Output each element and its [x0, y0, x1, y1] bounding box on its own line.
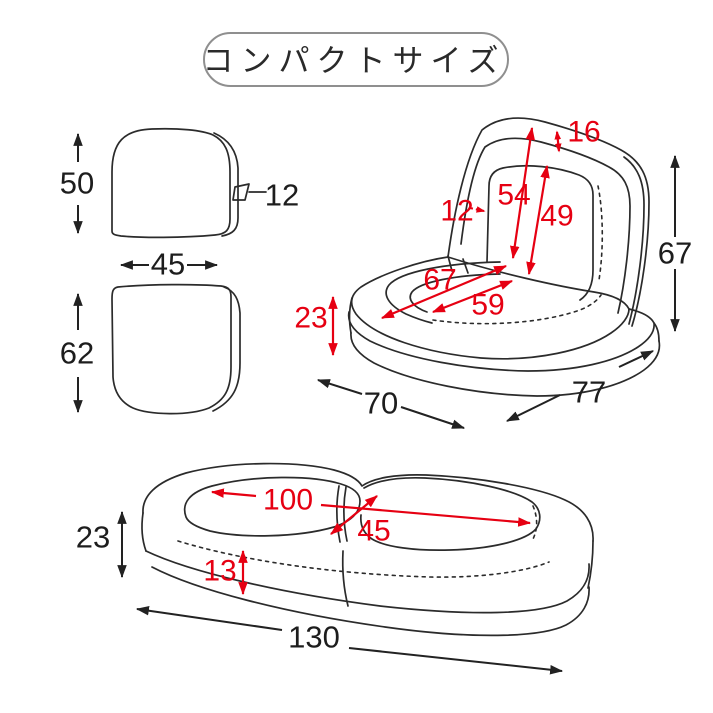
dim-23-black-label: 23	[76, 520, 110, 555]
dim-13-label: 13	[203, 555, 236, 588]
flat-left-edge	[141, 512, 147, 552]
chair-back-edge-line	[623, 156, 645, 325]
chair-3d-view: 16 54 49 12 67 59 23 70	[294, 116, 692, 429]
dim-62-label: 62	[60, 336, 94, 371]
dim-width-45: 45	[119, 247, 219, 282]
chair-base-right-edge	[628, 308, 660, 342]
chair-base-bottom-line	[350, 332, 661, 397]
dim-flat-height-23: 23	[76, 510, 127, 579]
dim-67-red-label: 67	[423, 264, 456, 297]
chair-seat-top-outline	[350, 256, 630, 360]
chair-back-inner-frame	[460, 137, 631, 314]
back-seat-junction-2	[462, 258, 469, 274]
title-badge-label: コンパクトサイズ	[202, 44, 505, 79]
dim-59-label: 59	[471, 289, 504, 322]
flat-piping-dashed	[177, 540, 550, 578]
flat-top-outline	[142, 462, 594, 542]
dim-23-red-label: 23	[294, 302, 327, 335]
dim-back-thickness-12: 12	[440, 195, 486, 228]
flat-fold-line-1	[336, 485, 341, 543]
dim-16-label: 16	[567, 116, 600, 149]
dim-67-black-label: 67	[658, 236, 692, 271]
flat-fold-line-lower	[341, 550, 349, 607]
title-badge-outline	[203, 32, 509, 87]
dim-total-height-67: 67	[658, 154, 692, 333]
seat-outline	[111, 283, 232, 415]
chair-back-stitch-dashed	[597, 185, 604, 281]
dim-49-label: 49	[540, 200, 573, 233]
seat-thickness-line	[212, 286, 241, 412]
dim-back-54: 54	[497, 126, 535, 260]
dim-height-50: 50	[60, 132, 94, 235]
chair-base-mid-line	[347, 311, 655, 372]
flat-3d-view: 100 45 13 23 130	[76, 462, 594, 675]
dim-cushion-height-13: 13	[203, 549, 248, 596]
dim-70-label: 70	[364, 386, 398, 421]
flat-fold-line-2	[343, 486, 348, 542]
dim-back-gap-16: 16	[554, 116, 601, 153]
dim-back-49: 49	[526, 164, 574, 276]
chair-back-inner-panel	[486, 164, 594, 301]
dim-seat-height-23: 23	[294, 295, 338, 357]
flat-right-edge	[587, 540, 594, 589]
dim-floor-depth-70: 70	[316, 379, 466, 429]
chair-seat-piping-dashed	[432, 294, 602, 325]
chair-back-outer	[447, 117, 650, 327]
backrest-outline	[111, 127, 231, 239]
backrest-thickness-line	[213, 132, 239, 237]
flat-mid-band-line	[145, 550, 590, 614]
dim-seat-59: 59	[431, 279, 514, 322]
dim-floor-width-77: 77	[506, 350, 654, 422]
flat-base-bottom-line	[151, 566, 590, 637]
backrest-front-view: 12 50 45	[60, 127, 299, 282]
dim-130-label: 130	[288, 620, 340, 655]
dim-12-red-label: 12	[440, 195, 473, 228]
dim-100-label: 100	[263, 484, 313, 517]
dim-45-label: 45	[151, 247, 185, 282]
dim-77-label: 77	[572, 375, 606, 410]
dim-tab-12-label: 12	[265, 178, 299, 213]
backrest-tab	[232, 183, 250, 201]
dim-length-62: 62	[60, 292, 94, 414]
chair-left-tip-edge	[348, 297, 353, 334]
dim-50-label: 50	[60, 166, 94, 201]
dim-45-red-label: 45	[357, 515, 390, 548]
dim-54-label: 54	[497, 179, 530, 212]
seat-top-view: 62	[60, 283, 241, 415]
flat-back-cushion-dashed-end	[531, 505, 538, 542]
dim-inner-width-45: 45	[330, 495, 391, 548]
title-badge: コンパクトサイズ	[202, 32, 509, 87]
dim-total-length-130: 130	[135, 605, 564, 675]
